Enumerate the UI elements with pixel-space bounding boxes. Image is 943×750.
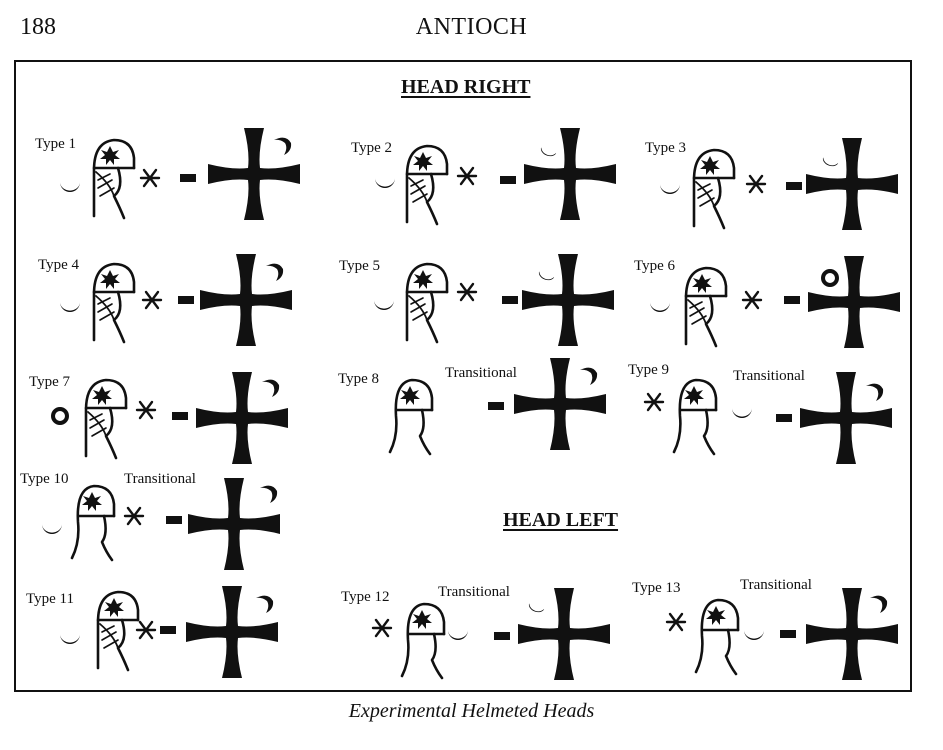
type-label: Type 2 [351, 140, 393, 156]
heading-head-right: HEAD RIGHT [401, 76, 531, 98]
type-label: Type 8 [338, 371, 380, 387]
coin-type-12 [371, 588, 610, 680]
coin-type-5 [374, 254, 614, 346]
coin-type-3 [660, 138, 898, 230]
type-label: Type 13 [632, 580, 681, 596]
type-label: Type 1 [35, 136, 77, 152]
type-label: Type 4 [38, 257, 80, 273]
transitional-label: Transitional [438, 584, 510, 600]
transitional-label: Transitional [445, 365, 517, 381]
coin-type-8 [388, 358, 606, 456]
coin-type-4 [60, 254, 292, 346]
coin-type-7 [51, 372, 288, 464]
type-label: Type 3 [645, 140, 687, 156]
type-label: Type 5 [339, 258, 381, 274]
coin-type-9 [643, 372, 892, 464]
coin-type-2 [375, 128, 616, 226]
transitional-label: Transitional [124, 471, 196, 487]
coin-type-11 [60, 586, 278, 678]
transitional-label: Transitional [740, 577, 812, 593]
type-label: Type 12 [341, 589, 390, 605]
type-label: Type 6 [634, 258, 676, 274]
coin-type-13 [665, 588, 898, 680]
heading-head-left: HEAD LEFT [503, 509, 619, 531]
type-label: Type 7 [29, 374, 71, 390]
coin-type-6 [650, 256, 900, 348]
running-head: ANTIOCH [415, 14, 528, 40]
transitional-label: Transitional [733, 368, 805, 384]
coin-type-1 [60, 128, 300, 220]
type-label: Type 9 [628, 362, 670, 378]
type-label: Type 11 [26, 591, 74, 607]
type-label: Type 10 [20, 471, 69, 487]
page-number: 188 [20, 14, 56, 40]
figure-caption: Experimental Helmeted Heads [348, 700, 595, 722]
coin-type-10 [42, 478, 280, 570]
plate-frame [14, 60, 912, 692]
